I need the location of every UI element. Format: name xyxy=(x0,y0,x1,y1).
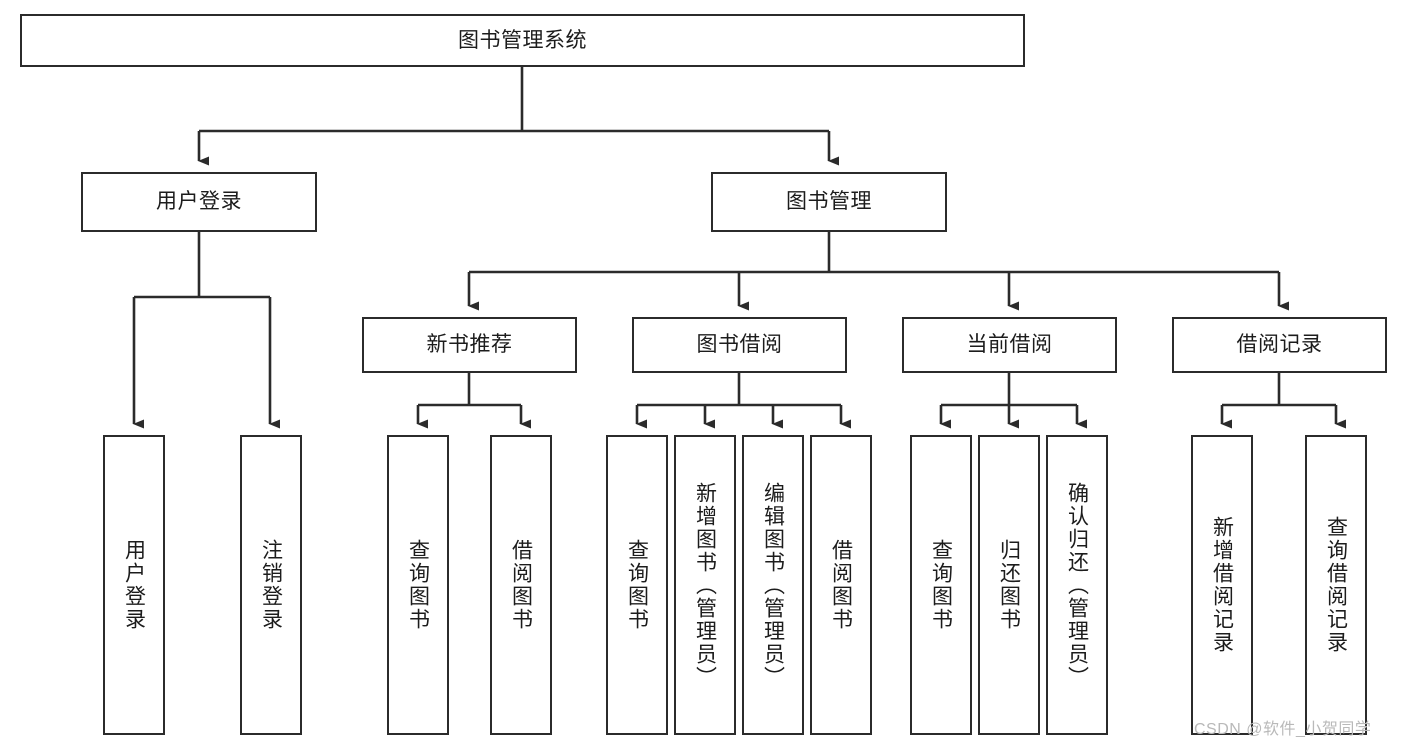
node-leaf-return-book[interactable]: 归还图书 xyxy=(978,435,1040,735)
node-leaf-query-book-1-label: 查询图书 xyxy=(406,539,430,631)
node-leaf-add-book[interactable]: 新增图书（管理员） xyxy=(674,435,736,735)
node-leaf-query-record[interactable]: 查询借阅记录 xyxy=(1305,435,1367,735)
node-leaf-query-book-3[interactable]: 查询图书 xyxy=(910,435,972,735)
node-book-manage-label: 图书管理 xyxy=(786,190,872,214)
node-leaf-add-book-label: 新增图书（管理员） xyxy=(693,481,717,689)
node-root-label: 图书管理系统 xyxy=(458,28,587,52)
node-book-borrow-label: 图书借阅 xyxy=(696,333,783,357)
node-user-login-label: 用户登录 xyxy=(156,190,242,214)
node-leaf-edit-book-label: 编辑图书（管理员） xyxy=(761,481,785,689)
node-leaf-add-record[interactable]: 新增借阅记录 xyxy=(1191,435,1253,735)
node-leaf-return-book-label: 归还图书 xyxy=(997,539,1021,631)
node-book-manage[interactable]: 图书管理 xyxy=(711,172,947,232)
node-leaf-query-book-2-label: 查询图书 xyxy=(625,539,649,631)
node-new-book-recommend-label: 新书推荐 xyxy=(426,333,513,357)
node-leaf-query-book-2[interactable]: 查询图书 xyxy=(606,435,668,735)
node-borrow-record[interactable]: 借阅记录 xyxy=(1172,317,1387,373)
node-current-borrow[interactable]: 当前借阅 xyxy=(902,317,1117,373)
node-leaf-logout-label: 注销登录 xyxy=(259,539,283,631)
node-leaf-query-book-1[interactable]: 查询图书 xyxy=(387,435,449,735)
node-leaf-add-record-label: 新增借阅记录 xyxy=(1210,516,1234,654)
node-leaf-confirm-return-label: 确认归还（管理员） xyxy=(1065,481,1089,689)
node-leaf-borrow-book-1-label: 借阅图书 xyxy=(509,539,533,631)
node-leaf-edit-book[interactable]: 编辑图书（管理员） xyxy=(742,435,804,735)
node-leaf-borrow-book-1[interactable]: 借阅图书 xyxy=(490,435,552,735)
node-borrow-record-label: 借阅记录 xyxy=(1236,333,1323,357)
node-leaf-confirm-return[interactable]: 确认归还（管理员） xyxy=(1046,435,1108,735)
node-leaf-logout[interactable]: 注销登录 xyxy=(240,435,302,735)
node-user-login[interactable]: 用户登录 xyxy=(81,172,317,232)
node-leaf-borrow-book-2-label: 借阅图书 xyxy=(829,539,853,631)
node-book-borrow[interactable]: 图书借阅 xyxy=(632,317,847,373)
watermark-text: CSDN @软件_小贺同学 xyxy=(1194,721,1372,738)
node-leaf-borrow-book-2[interactable]: 借阅图书 xyxy=(810,435,872,735)
node-new-book-recommend[interactable]: 新书推荐 xyxy=(362,317,577,373)
node-current-borrow-label: 当前借阅 xyxy=(966,333,1053,357)
node-leaf-user-login[interactable]: 用户登录 xyxy=(103,435,165,735)
node-leaf-user-login-label: 用户登录 xyxy=(122,539,146,631)
node-leaf-query-record-label: 查询借阅记录 xyxy=(1324,516,1348,654)
node-leaf-query-book-3-label: 查询图书 xyxy=(929,539,953,631)
node-root[interactable]: 图书管理系统 xyxy=(20,14,1025,67)
